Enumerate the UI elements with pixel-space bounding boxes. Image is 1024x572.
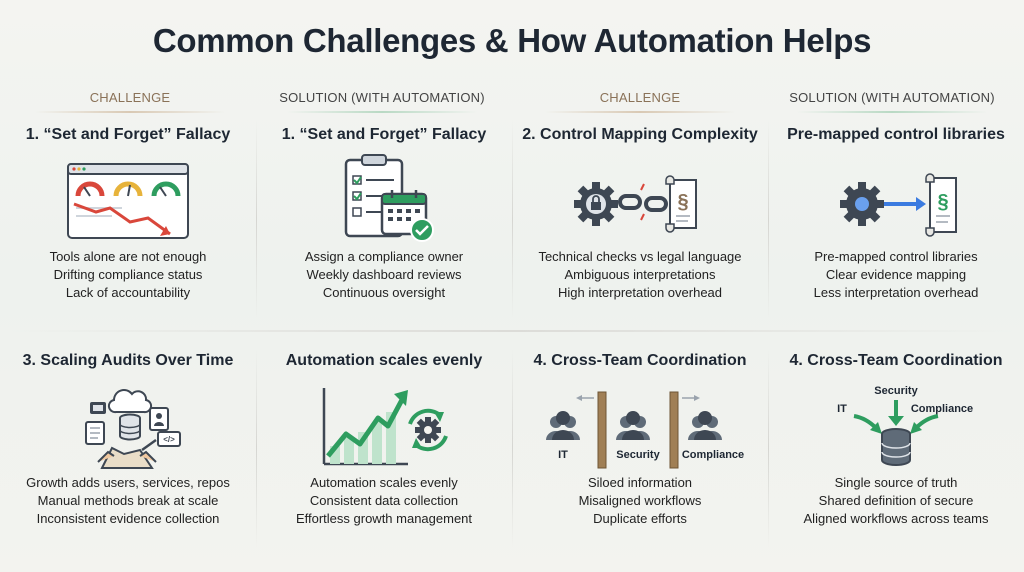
card-heading: 3. Scaling Audits Over Time xyxy=(22,352,234,369)
list-item: Less interpretation overhead xyxy=(813,285,979,300)
card-heading: Automation scales evenly xyxy=(285,352,483,369)
list-item: Misaligned workflows xyxy=(578,493,702,508)
svg-text:</>: </> xyxy=(163,435,175,444)
svg-text:§: § xyxy=(937,191,948,213)
list-item: Consistent data collection xyxy=(309,493,459,508)
converging-database-illustration: Security IT Compliance xyxy=(837,385,973,466)
card-control-mapping-challenge: 2. Control Mapping Complexity § Technica… xyxy=(512,126,768,346)
list-item: Inconsistent evidence collection xyxy=(36,511,220,526)
card-heading: 1. “Set and Forget” Fallacy xyxy=(281,126,487,143)
card-set-and-forget-challenge: 1. “Set and Forget” Fallacy Tools alone … xyxy=(0,126,256,346)
column-header-solution-2: SOLUTION (WITH AUTOMATION) xyxy=(772,90,1012,113)
divider xyxy=(256,348,257,548)
list-item: Weekly dashboard reviews xyxy=(306,267,462,282)
divider xyxy=(512,348,513,548)
list-item: Lack of accountability xyxy=(65,285,191,300)
card-set-and-forget-solution: 1. “Set and Forget” Fallacy Assign a com… xyxy=(256,126,512,346)
team-group-icon xyxy=(688,411,722,440)
card-cross-team-challenge: 4. Cross-Team Coordination IT Security C… xyxy=(512,352,768,572)
card-heading: 4. Cross-Team Coordination xyxy=(533,352,747,369)
card-heading: 2. Control Mapping Complexity xyxy=(522,126,758,143)
list-item: Assign a compliance owner xyxy=(304,249,464,264)
card-scaling-audits-challenge: 3. Scaling Audits Over Time </> Growth a… xyxy=(0,352,256,572)
team-group-icon xyxy=(616,411,650,440)
list-item: Duplicate efforts xyxy=(593,511,687,526)
list-item: Continuous oversight xyxy=(322,285,446,300)
card-cross-team-solution: 4. Cross-Team Coordination Security IT C… xyxy=(768,352,1024,572)
divider xyxy=(512,120,513,320)
list-item: Tools alone are not enough xyxy=(49,249,207,264)
gear-broken-chain-scroll-icon: § xyxy=(574,175,697,233)
growth-chart-gear-icon xyxy=(322,388,448,466)
card-heading: Pre-mapped control libraries xyxy=(787,126,1005,143)
source-label-security: Security xyxy=(874,385,918,397)
divider xyxy=(768,120,769,320)
column-header-challenge-2: CHALLENGE xyxy=(520,90,760,113)
siloed-teams-illustration: IT Security Compliance xyxy=(546,391,744,469)
source-label-it: IT xyxy=(837,403,847,415)
list-item: Automation scales evenly xyxy=(310,475,458,490)
card-heading: 1. “Set and Forget” Fallacy xyxy=(25,126,231,143)
clipboard-calendar-icon xyxy=(344,154,434,242)
divider xyxy=(256,120,257,320)
list-item: Effortless growth management xyxy=(295,511,473,526)
list-item: Manual methods break at scale xyxy=(37,493,219,508)
list-item: Ambiguous interpretations xyxy=(564,267,716,282)
database-icon xyxy=(881,428,911,466)
card-heading: 4. Cross-Team Coordination xyxy=(789,352,1003,369)
overwhelmed-person-icon: </> xyxy=(85,389,181,469)
divider xyxy=(768,348,769,548)
card-control-mapping-solution: Pre-mapped control libraries § Pre-mappe… xyxy=(768,126,1024,346)
list-item: Growth adds users, services, repos xyxy=(26,475,230,490)
column-header-challenge-1: CHALLENGE xyxy=(10,90,250,113)
team-group-icon xyxy=(546,411,580,440)
list-item: Single source of truth xyxy=(834,475,958,490)
list-item: Clear evidence mapping xyxy=(825,267,967,282)
list-item: Siloed information xyxy=(587,475,693,490)
page-title: Common Challenges & How Automation Helps xyxy=(152,22,872,59)
list-item: Aligned workflows across teams xyxy=(803,511,989,526)
list-item: Pre-mapped control libraries xyxy=(814,249,978,264)
team-label-security: Security xyxy=(616,449,660,461)
list-item: Shared definition of secure xyxy=(818,493,974,508)
card-scaling-audits-solution: Automation scales evenly Automatio xyxy=(256,352,512,572)
source-label-compliance: Compliance xyxy=(911,403,973,415)
team-label-compliance: Compliance xyxy=(682,449,744,461)
list-item: Technical checks vs legal language xyxy=(538,249,742,264)
svg-text:§: § xyxy=(677,191,688,213)
column-header-solution-1: SOLUTION (WITH AUTOMATION) xyxy=(262,90,502,113)
gear-arrow-scroll-icon: § xyxy=(840,173,957,237)
team-label-it: IT xyxy=(558,449,568,461)
list-item: High interpretation overhead xyxy=(557,285,723,300)
dashboard-decline-icon xyxy=(67,163,189,239)
list-item: Drifting compliance status xyxy=(53,267,203,282)
row-divider xyxy=(10,330,1014,332)
